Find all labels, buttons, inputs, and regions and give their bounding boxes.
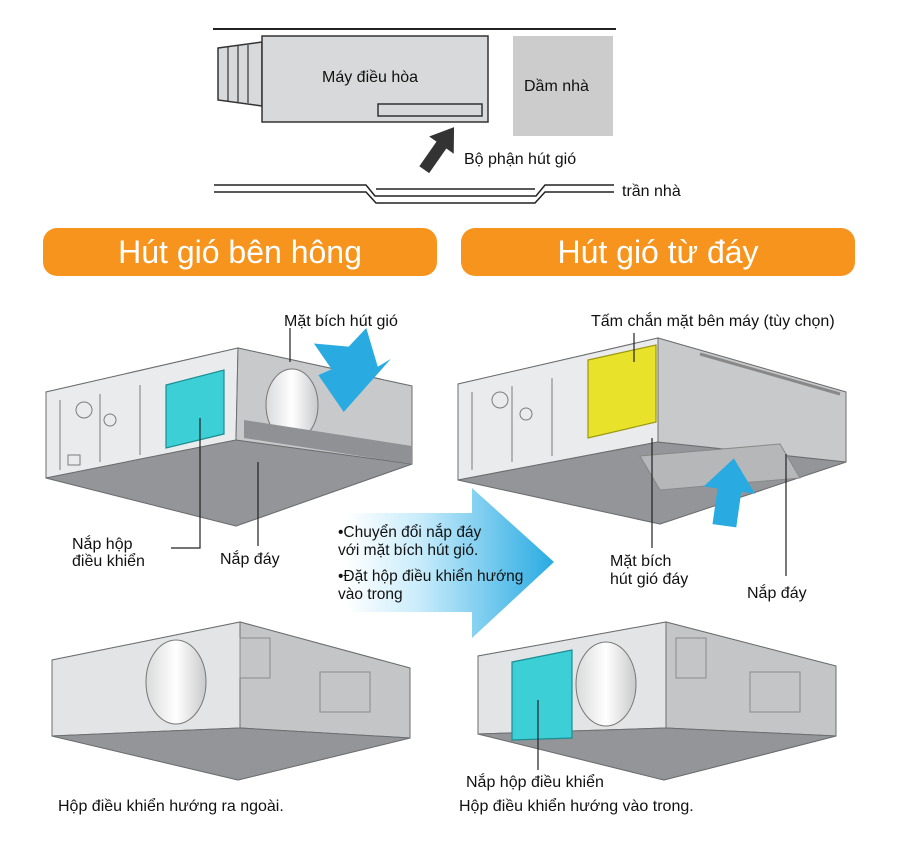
- side-intake-title: Hút gió bên hông: [43, 228, 437, 276]
- intake-grille: [377, 103, 483, 117]
- ceiling-label: trần nhà: [622, 183, 681, 200]
- side-panel-label: Tấm chắn mặt bên máy (tùy chọn): [591, 313, 835, 330]
- side-intake-unit: [45, 328, 413, 549]
- intake-arrow: [419, 127, 455, 174]
- transition-bullet-2: •Đặt hộp điều khiển hướng vào trong: [338, 568, 524, 603]
- ceiling-lines: [214, 184, 614, 204]
- top-diagram: [213, 28, 616, 204]
- transition-arrow: [346, 488, 554, 638]
- air-conditioner-unit: [261, 35, 489, 123]
- control-box-cover-label: Nắp hộp điều khiển: [72, 536, 145, 570]
- bottom-cover-label: Nắp đáy: [220, 551, 280, 568]
- bottom-flange-label: Mặt bích hút gió đáy: [610, 553, 689, 588]
- lower-left-unit: [51, 621, 411, 781]
- flange-label: Mặt bích hút gió: [284, 313, 398, 330]
- unit-label: Máy điều hòa: [322, 69, 419, 86]
- duct-connector: [217, 41, 263, 107]
- beam-label: Dầm nhà: [524, 78, 589, 95]
- intake-flow-arrow: [313, 328, 391, 412]
- right-control-box-cover-label: Nắp hộp điều khiển: [466, 774, 604, 791]
- side-panel: [587, 344, 657, 439]
- bottom-intake-unit: [457, 333, 847, 576]
- left-caption: Hộp điều khiển hướng ra ngoài.: [58, 798, 284, 815]
- upflow-arrow: [703, 458, 756, 528]
- bottom-intake-title: Hút gió từ đáy: [461, 228, 855, 276]
- right-bottom-cover-label: Nắp đáy: [747, 585, 807, 602]
- right-caption: Hộp điều khiển hướng vào trong.: [459, 798, 694, 815]
- inner-control-box-cover: [511, 649, 573, 741]
- intake-label: Bộ phận hút gió: [464, 151, 577, 168]
- transition-bullet-1: •Chuyển đổi nắp đáy với mặt bích hút gió…: [338, 524, 482, 559]
- lower-right-unit: [477, 621, 837, 781]
- control-box-cover: [165, 369, 225, 449]
- beam-block: [513, 36, 613, 136]
